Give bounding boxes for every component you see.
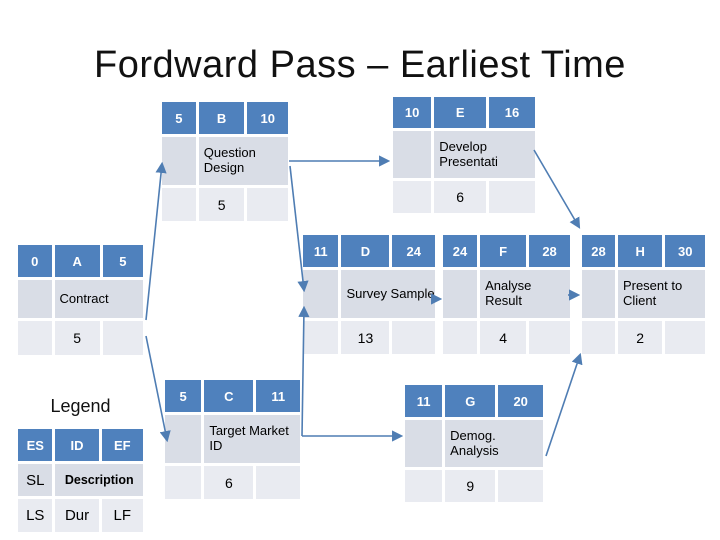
activity-a-es: 0 <box>18 245 52 277</box>
activity-a-id: A <box>54 245 100 277</box>
activity-b-slack-cell <box>162 137 196 185</box>
activity-a-description: Contract <box>54 280 143 318</box>
activity-b-duration: 5 <box>198 188 245 221</box>
activity-box-a: 0 A 5 Contract 5 <box>18 245 143 355</box>
activity-g-id: G <box>445 385 496 417</box>
activity-d-es: 11 <box>303 235 339 267</box>
activity-h-ef: 30 <box>665 235 705 267</box>
activity-f-ef: 28 <box>529 235 570 267</box>
activity-e-ls-cell <box>393 181 432 213</box>
activity-g-ls-cell <box>405 470 443 502</box>
activity-g-es: 11 <box>405 385 443 417</box>
activity-f-ls-cell <box>443 321 478 354</box>
activity-box-f: 24 F 28 Analyse Result 4 <box>443 235 570 354</box>
activity-b-ls-cell <box>162 188 196 221</box>
activity-a-lf-cell <box>102 321 143 355</box>
activity-b-description: Question Design <box>198 137 288 185</box>
activity-g-ef: 20 <box>498 385 543 417</box>
activity-d-description: Survey Sample <box>341 270 435 318</box>
activity-d-slack-cell <box>303 270 339 318</box>
activity-c-ls-cell <box>165 466 202 499</box>
activity-d-lf-cell <box>392 321 435 354</box>
activity-c-es: 5 <box>165 380 202 412</box>
connector-a-c-arrow <box>145 335 171 443</box>
activity-f-id: F <box>480 235 527 267</box>
activity-a-duration: 5 <box>54 321 100 355</box>
legend-lf-label: LF <box>101 499 143 532</box>
activity-h-es: 28 <box>582 235 615 267</box>
activity-g-duration: 9 <box>445 470 496 502</box>
legend-title: Legend <box>50 396 111 416</box>
activity-f-lf-cell <box>529 321 570 354</box>
legend-table: ES ID EF SL Description LS Dur LF <box>18 429 143 532</box>
activity-e-duration: 6 <box>434 181 487 213</box>
activity-a-slack-cell <box>18 280 52 318</box>
legend-es-label: ES <box>18 429 53 461</box>
activity-b-lf-cell <box>247 188 288 221</box>
activity-d-id: D <box>341 235 390 267</box>
activity-f-slack-cell <box>443 270 478 318</box>
activity-h-ls-cell <box>582 321 615 354</box>
activity-h-lf-cell <box>665 321 705 354</box>
legend-description-label: Description <box>55 464 143 496</box>
activity-e-ef: 16 <box>489 97 535 128</box>
activity-g-slack-cell <box>405 420 443 467</box>
activity-e-slack-cell <box>393 131 432 178</box>
connector-e-h-arrow <box>533 149 581 229</box>
activity-c-slack-cell <box>165 415 202 463</box>
activity-h-id: H <box>617 235 663 267</box>
activity-g-lf-cell <box>498 470 543 502</box>
legend-dur-label: Dur <box>55 499 99 532</box>
activity-f-duration: 4 <box>480 321 527 354</box>
connector-g-h-arrow <box>545 352 583 457</box>
activity-box-b: 5 B 10 Question Design 5 <box>162 102 288 221</box>
connector-b-d-arrow <box>289 165 309 293</box>
activity-c-duration: 6 <box>204 466 254 499</box>
activity-f-description: Analyse Result <box>480 270 570 318</box>
activity-f-es: 24 <box>443 235 478 267</box>
activity-c-description: Target Market ID <box>204 415 300 463</box>
legend-ls-label: LS <box>18 499 53 532</box>
activity-h-description: Present to Client <box>617 270 705 318</box>
legend-sl-label: SL <box>18 464 53 496</box>
activity-h-duration: 2 <box>617 321 663 354</box>
activity-box-e: 10 E 16 Develop Presentati 6 <box>393 97 535 213</box>
activity-b-id: B <box>198 102 245 134</box>
activity-d-ls-cell <box>303 321 339 354</box>
activity-e-description: Develop Presentati <box>434 131 535 178</box>
activity-box-d: 11 D 24 Survey Sample 13 <box>303 235 435 354</box>
activity-b-es: 5 <box>162 102 196 134</box>
activity-g-description: Demog. Analysis <box>445 420 543 467</box>
activity-c-lf-cell <box>256 466 300 499</box>
activity-a-ls-cell <box>18 321 52 355</box>
activity-box-c: 5 C 11 Target Market ID 6 <box>165 380 300 499</box>
activity-c-ef: 11 <box>256 380 300 412</box>
legend-ef-label: EF <box>101 429 143 461</box>
activity-e-es: 10 <box>393 97 432 128</box>
activity-box-h: 28 H 30 Present to Client 2 <box>582 235 705 354</box>
activity-a-ef: 5 <box>102 245 143 277</box>
legend-id-label: ID <box>55 429 99 461</box>
activity-b-ef: 10 <box>247 102 288 134</box>
activity-e-lf-cell <box>489 181 535 213</box>
slide-title: Fordward Pass – Earliest Time <box>94 44 626 86</box>
connector-a-b-arrow <box>145 161 167 321</box>
activity-box-g: 11 G 20 Demog. Analysis 9 <box>405 385 543 502</box>
activity-h-slack-cell <box>582 270 615 318</box>
activity-e-id: E <box>434 97 487 128</box>
activity-d-duration: 13 <box>341 321 390 354</box>
activity-d-ef: 24 <box>392 235 435 267</box>
activity-c-id: C <box>204 380 254 412</box>
